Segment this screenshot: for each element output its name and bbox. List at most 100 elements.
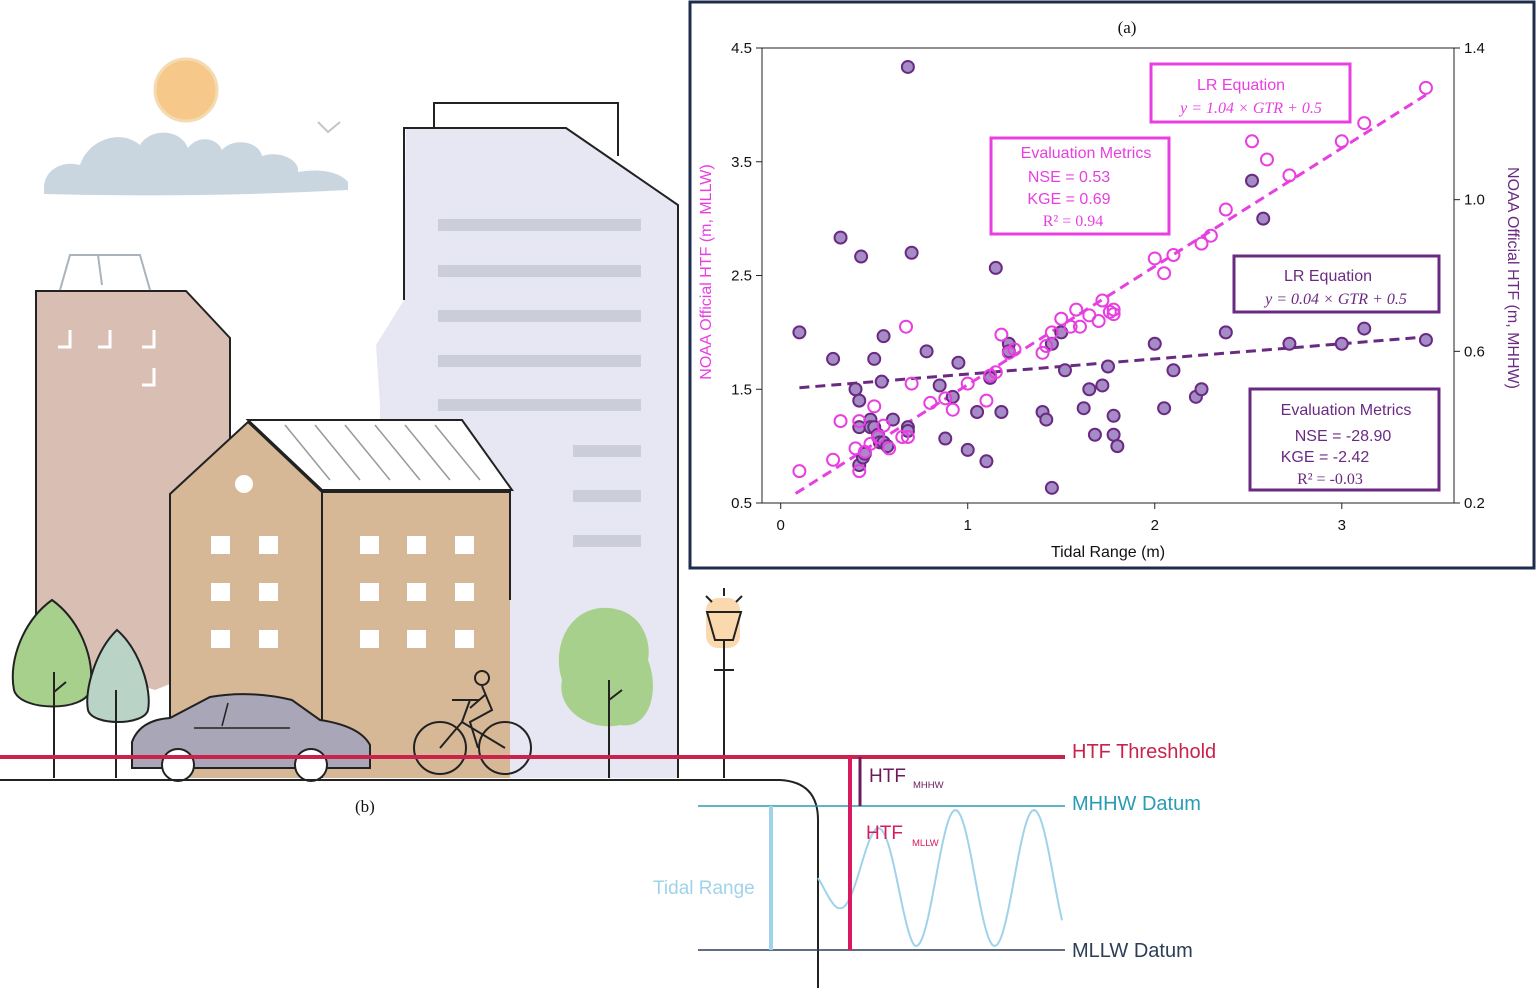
mllw-point <box>1194 236 1209 251</box>
y-right-tick-label-2: 1.0 <box>1464 192 1485 209</box>
panel-b-illustration: HTF Threshhold MHHW Datum MLLW Datum Tid… <box>0 57 1216 988</box>
y-right-axis-label: NOAA Official HTF (m, MHHW) <box>1504 167 1521 389</box>
mllw-point <box>833 414 848 429</box>
mllw-equation: y = 1.04 × GTR + 0.5 <box>1178 100 1322 117</box>
mhhw-point <box>1194 382 1209 397</box>
x-axis-label: Tidal Range (m) <box>1051 544 1165 561</box>
mhhw-point <box>1101 359 1115 374</box>
mhhw-point <box>1245 173 1260 188</box>
mllw-point <box>1147 251 1162 266</box>
mhhw-point <box>1157 401 1172 416</box>
middle-building-outline <box>169 420 511 778</box>
tide-wave <box>817 808 1063 948</box>
mllw-datum-label: MLLW Datum <box>1072 940 1193 962</box>
tree-1 <box>11 598 93 778</box>
mhhw-datum-label: MHHW Datum <box>1072 793 1201 815</box>
street-lamp <box>705 588 743 778</box>
mllw-point <box>1106 302 1121 317</box>
y-right-tick-label-1: 0.6 <box>1464 343 1485 360</box>
x-tick-label-3: 3 <box>1338 517 1346 534</box>
mllw-point <box>867 399 882 414</box>
bird-icon <box>317 121 341 134</box>
roof-lines <box>284 424 481 481</box>
mhhw-metric-kge: KGE = -2.42 <box>1281 449 1370 466</box>
mllw-point <box>1054 311 1069 326</box>
mllw-regression-line <box>794 93 1427 495</box>
mllw-point <box>848 441 863 456</box>
mhhw-point <box>848 382 863 397</box>
y-right-tick-label-3: 1.4 <box>1464 40 1485 57</box>
mllw-point <box>1282 168 1297 183</box>
mhhw-regression-line <box>799 335 1427 390</box>
mllw-point <box>899 319 914 334</box>
mllw-metric-nse: NSE = 0.53 <box>1028 169 1110 186</box>
mhhw-equation: y = 0.04 × GTR + 0.5 <box>1263 291 1407 308</box>
mllw-point <box>994 327 1009 342</box>
mllw-point <box>792 464 807 479</box>
y-right-axis-ticks: 0.2 0.6 1.0 1.4 <box>1454 40 1485 512</box>
mhhw-point <box>1076 401 1091 416</box>
middle-building <box>170 422 510 778</box>
mhhw-point <box>852 393 867 408</box>
mhhw-point <box>932 378 947 393</box>
mhhw-metrics-box: Evaluation Metrics NSE = -28.90 KGE = -2… <box>1248 387 1441 492</box>
mhhw-point <box>1218 325 1233 340</box>
htf-mhhw-sub: MHHW <box>913 780 944 791</box>
mllw-point <box>1157 266 1172 281</box>
mhhw-point <box>988 260 1003 275</box>
mllw-point <box>852 414 867 429</box>
car <box>131 693 371 782</box>
mhhw-point <box>1282 336 1297 351</box>
mhhw-equation-title: LR Equation <box>1284 268 1372 285</box>
mllw-equation-box: LR Equation y = 1.04 × GTR + 0.5 <box>1149 62 1352 124</box>
y-right-tick-label-0: 0.2 <box>1464 495 1485 512</box>
mhhw-point <box>979 454 994 469</box>
mhhw-metric-r2: R² = -0.03 <box>1297 471 1363 488</box>
mhhw-metric-nse: NSE = -28.90 <box>1295 428 1392 445</box>
y-left-tick-label-3: 3.5 <box>731 154 752 171</box>
mhhw-point <box>1039 412 1054 427</box>
mhhw-point <box>826 351 841 366</box>
panel-b-label: (b) <box>355 797 375 816</box>
mllw-point <box>979 393 994 408</box>
mhhw-point <box>1087 427 1102 442</box>
y-left-tick-label-4: 4.5 <box>731 40 752 57</box>
panel-a-label: (a) <box>1118 18 1137 37</box>
mllw-point <box>1166 248 1181 263</box>
mllw-point <box>1357 116 1372 131</box>
mllw-point <box>1035 345 1050 360</box>
mhhw-point <box>994 405 1009 419</box>
mllw-point <box>882 441 897 456</box>
mllw-point <box>960 376 975 391</box>
mllw-point <box>1039 339 1054 354</box>
mllw-point <box>826 452 841 467</box>
mllw-point <box>938 391 953 406</box>
left-building-window-marks <box>58 330 156 387</box>
mhhw-point <box>960 442 975 457</box>
mllw-metric-kge: KGE = 0.69 <box>1027 191 1110 208</box>
x-tick-label-1: 1 <box>964 517 972 534</box>
cyclist <box>413 670 532 775</box>
mhhw-point <box>833 230 848 245</box>
mllw-point <box>852 464 867 479</box>
round-window <box>235 475 253 493</box>
mllw-series <box>792 80 1433 479</box>
mhhw-point <box>938 431 953 446</box>
left-building-outline <box>35 290 231 650</box>
mllw-point <box>1072 319 1087 334</box>
mhhw-point <box>854 249 869 264</box>
mllw-point <box>1106 307 1121 322</box>
mllw-point <box>870 430 885 445</box>
mllw-point <box>1063 319 1078 334</box>
rooftop-frame <box>59 254 151 291</box>
sun <box>153 57 219 123</box>
mhhw-point <box>1256 211 1271 226</box>
mhhw-point <box>1057 363 1072 378</box>
y-left-axis-ticks: 0.51.52.53.54.5 <box>731 40 762 512</box>
mllw-point <box>1334 134 1349 149</box>
cloud <box>44 132 348 196</box>
x-tick-label-0: 0 <box>777 517 785 534</box>
mhhw-point <box>1110 439 1125 454</box>
